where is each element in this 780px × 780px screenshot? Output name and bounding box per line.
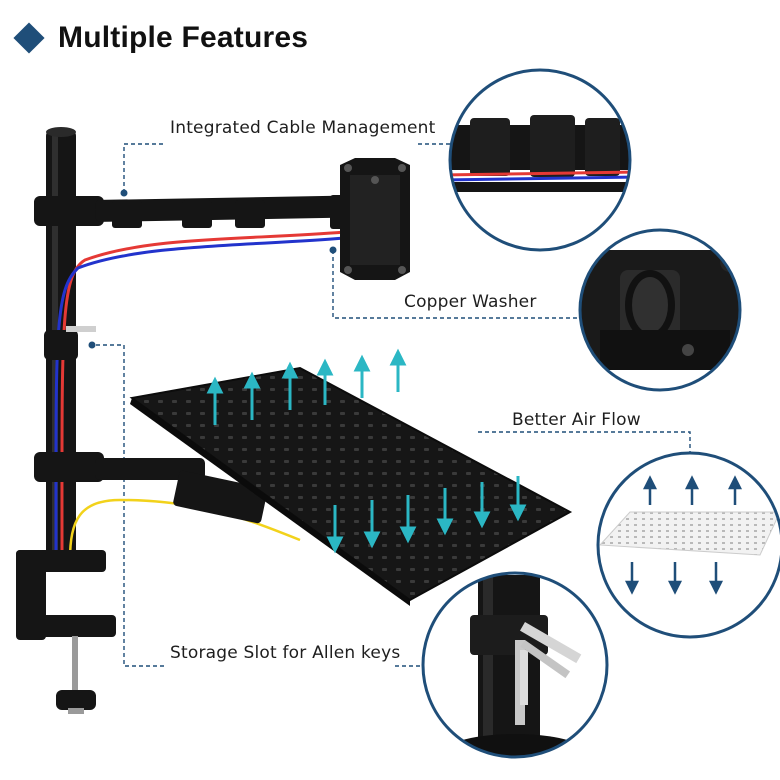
vesa-plate — [340, 158, 410, 280]
feature-label-washer: Copper Washer — [404, 292, 537, 312]
monitor-arm — [34, 195, 356, 229]
leader-line-airflow — [478, 431, 691, 458]
allen-key-slot — [66, 326, 96, 332]
leader-line-cable — [123, 143, 165, 193]
callout-copper-washer — [578, 228, 742, 392]
airflow-arrows-down — [326, 476, 527, 554]
feature-label-cable: Integrated Cable Management — [170, 118, 436, 138]
callout-allen-key-storage — [421, 571, 609, 759]
leader-line-washer — [332, 250, 598, 319]
cables — [54, 230, 346, 561]
callout-cable-management — [448, 68, 632, 252]
airflow-arrows-up — [206, 348, 407, 425]
cable-yellow — [68, 498, 301, 561]
leader-dot-washer — [329, 246, 337, 254]
cable-red — [60, 230, 346, 561]
desk-clamp — [16, 550, 116, 714]
page-header: Multiple Features — [13, 18, 309, 58]
laptop-tray — [129, 366, 573, 606]
leader-line-storage — [96, 344, 165, 667]
cable-blue — [54, 236, 346, 561]
feature-label-storage: Storage Slot for Allen keys — [170, 643, 401, 663]
leader-dot-storage — [88, 341, 96, 349]
callout-air-flow — [596, 451, 780, 639]
leader-dot-cable — [120, 189, 128, 197]
pole-collar — [44, 330, 78, 360]
feature-label-airflow: Better Air Flow — [512, 410, 641, 430]
page-title: Multiple Features — [58, 21, 309, 54]
